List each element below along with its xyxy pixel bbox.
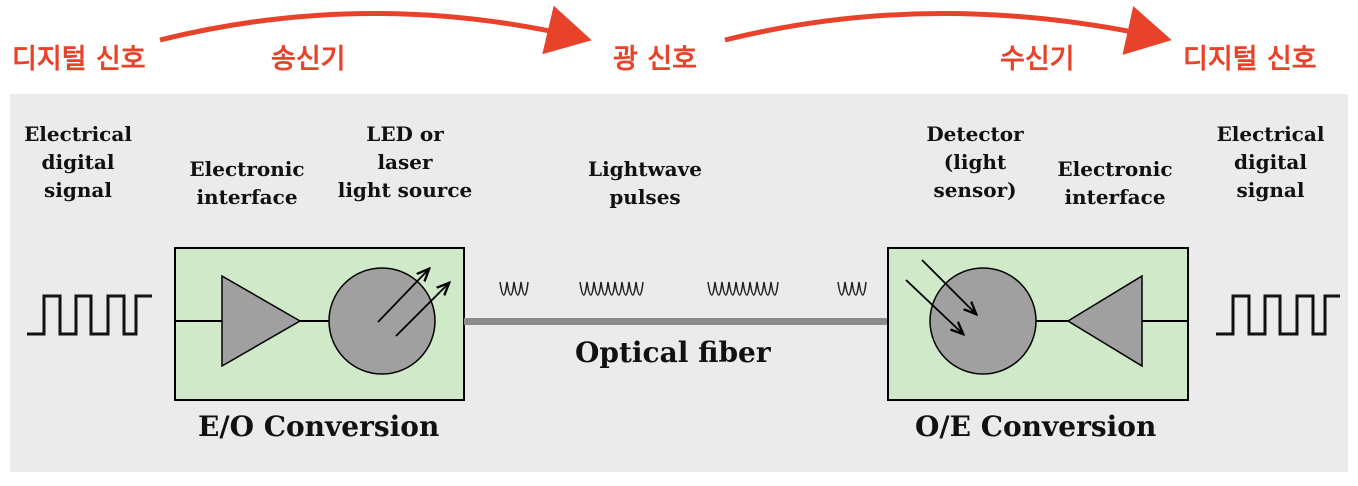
- arrow-receive-curve: [724, 6, 1172, 55]
- label-optical-fiber: Optical fiber: [575, 336, 771, 369]
- wave-pulse-1: [499, 281, 529, 296]
- wave-pulse-4: [837, 281, 867, 296]
- label-electronic-interface-right: Electronic interface: [1057, 157, 1173, 209]
- led-source-circle: [328, 267, 436, 375]
- label-electrical-digital-signal-left: Electrical digital signal: [24, 122, 132, 202]
- square-wave-left-icon: [27, 294, 152, 336]
- label-lightwave-pulses: Lightwave pulses: [588, 157, 702, 209]
- square-wave-right-icon: [1216, 294, 1340, 336]
- optical-fiber-line: [464, 318, 888, 325]
- amplifier-triangle-left: [221, 274, 302, 368]
- wave-pulse-2: [579, 281, 644, 296]
- label-digital-signal-left: 디지털 신호: [12, 44, 146, 75]
- wave-pulse-3: [707, 281, 779, 296]
- label-electrical-digital-signal-right: Electrical digital signal: [1216, 122, 1325, 202]
- arrow-transmit-curve: [159, 5, 592, 55]
- label-detector: Detector (light sensor): [926, 122, 1024, 202]
- label-eo-conversion: E/O Conversion: [198, 410, 440, 443]
- label-digital-signal-right: 디지털 신호: [1183, 44, 1317, 75]
- label-oe-conversion: O/E Conversion: [915, 410, 1157, 443]
- label-transmitter: 송신기: [271, 44, 346, 75]
- label-receiver: 수신기: [1000, 44, 1075, 75]
- label-led-laser-source: LED or laser light source: [337, 122, 473, 202]
- label-electronic-interface-left: Electronic interface: [189, 157, 305, 209]
- label-optical-signal: 광 신호: [613, 44, 697, 75]
